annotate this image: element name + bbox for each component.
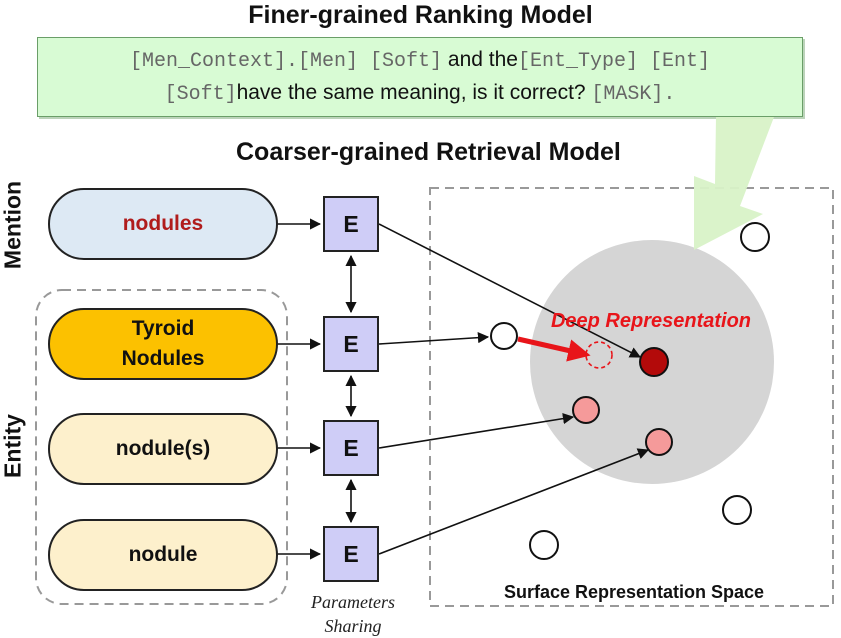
entity3-embedding-arrow <box>378 448 650 555</box>
prompt-line-1: [Men_Context].[Men] [Soft] and the[Ent_T… <box>38 48 802 73</box>
entity2-point <box>572 396 600 424</box>
deep-shift-arrow <box>517 336 591 362</box>
surface-space-label: Surface Representation Space <box>504 582 764 602</box>
entity-side-label: Entity <box>0 414 26 478</box>
other-point-3 <box>529 530 559 560</box>
mention-embedding-arrow <box>378 223 641 358</box>
entity3-encoder-box: E <box>323 526 379 582</box>
encoder-label: E <box>343 434 359 461</box>
parameters-label-line2: Sharing <box>324 616 382 636</box>
mention-side-label: Mention <box>0 180 26 270</box>
other-point-1 <box>740 222 770 252</box>
entity-pill-nodule: nodule <box>48 519 278 591</box>
mention-encoder-box: E <box>323 196 379 252</box>
entity3-point <box>645 428 673 456</box>
encoder-label: E <box>343 330 359 357</box>
entity-pill-nodules-s: nodule(s) <box>48 413 278 485</box>
prompt-to-space-arrow <box>694 117 774 250</box>
deep-representation-label: Deep Representation <box>551 310 751 332</box>
entity1-surface-point <box>490 322 518 350</box>
entity-pill-label: Tyroid Nodules <box>121 317 205 370</box>
mention-point <box>639 347 669 377</box>
entity-pill-tyroid-nodules: Tyroid Nodules <box>48 308 278 380</box>
encoder-label: E <box>343 540 359 567</box>
prompt-line-2: [Soft]have the same meaning, is it corre… <box>38 81 802 106</box>
ranking-model-title: Finer-grained Ranking Model <box>248 1 593 29</box>
prompt-mention-tokens: [Men_Context].[Men] [Soft] <box>130 50 443 73</box>
parameters-label-line1: Parameters <box>311 592 395 612</box>
mention-pill-label: nodules <box>122 212 204 235</box>
entity2-embedding-arrow <box>378 413 575 449</box>
prompt-mask-token: [MASK]. <box>591 83 676 106</box>
prompt-soft-token: [Soft] <box>164 83 237 106</box>
prompt-entity-tokens: [Ent_Type] [Ent] <box>517 50 710 73</box>
entity1-encoder-box: E <box>323 316 379 372</box>
prompt-connector-text: and the <box>442 48 518 71</box>
encoder-label: E <box>343 210 359 237</box>
entity-pill-label: nodule <box>128 543 198 566</box>
entity1-embedding-arrow <box>378 332 490 345</box>
entity-pill-label: nodule(s) <box>115 437 211 460</box>
parameters-sharing-label: Parameters Sharing <box>291 590 415 638</box>
retrieval-model-title: Coarser-grained Retrieval Model <box>236 138 621 166</box>
prompt-question-text: have the same meaning, is it correct? <box>236 81 592 104</box>
prompt-template-box: [Men_Context].[Men] [Soft] and the[Ent_T… <box>37 37 803 117</box>
entity1-deep-point <box>585 341 613 369</box>
mention-pill: nodules <box>48 188 278 260</box>
surface-space-box <box>429 187 834 607</box>
entity2-encoder-box: E <box>323 420 379 476</box>
other-point-2 <box>722 495 752 525</box>
